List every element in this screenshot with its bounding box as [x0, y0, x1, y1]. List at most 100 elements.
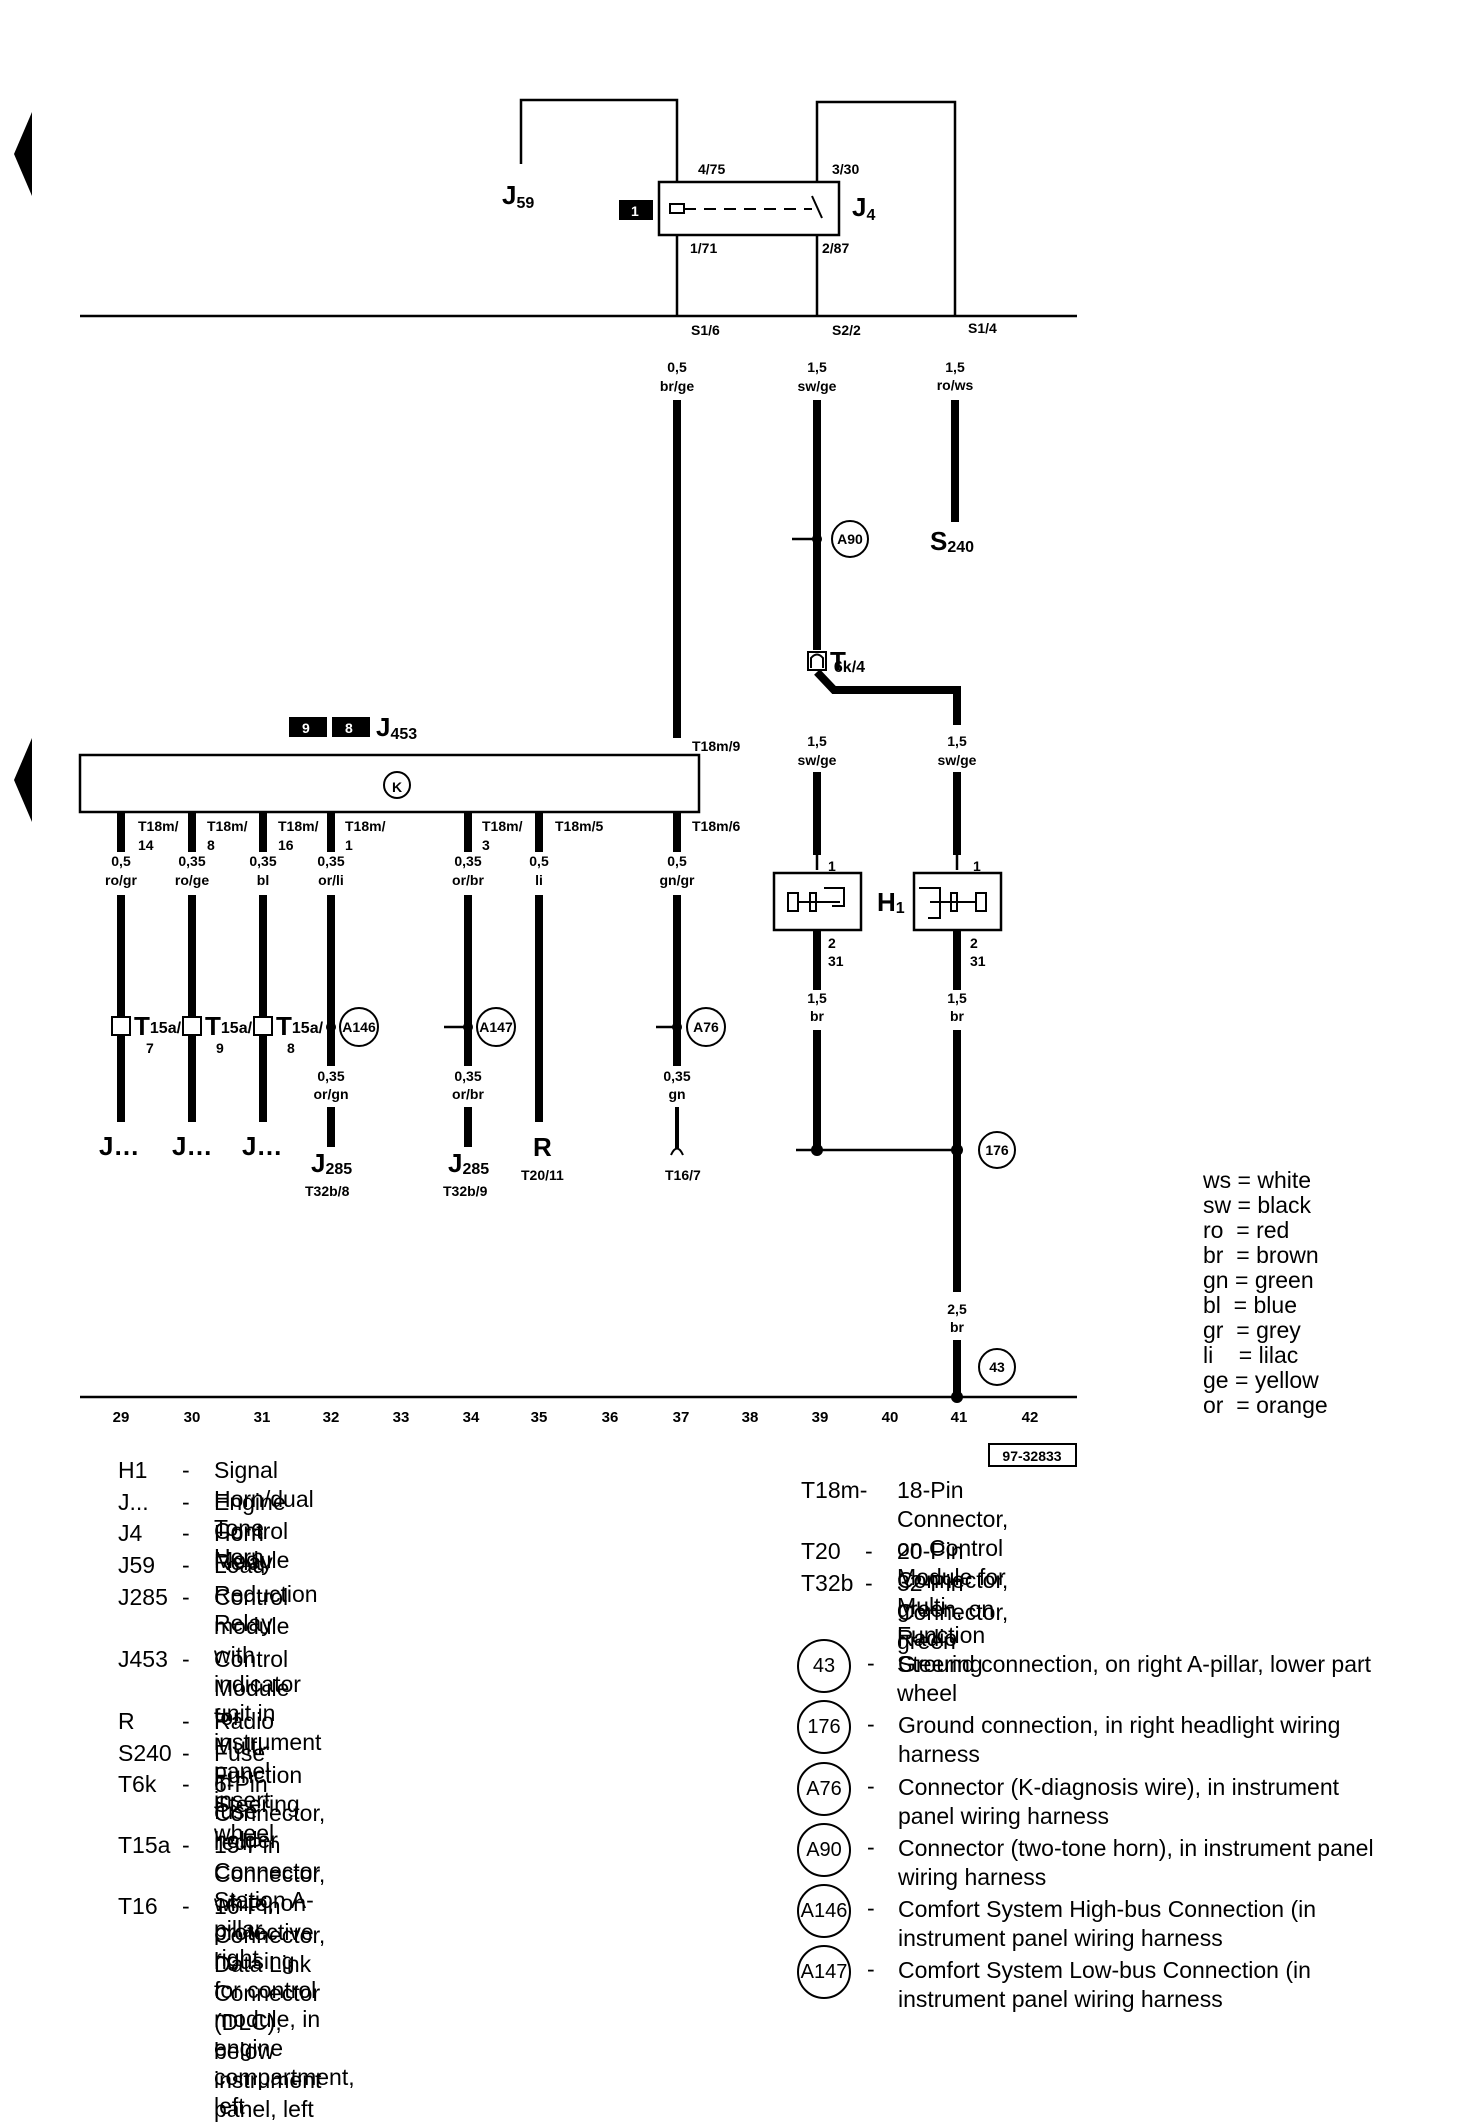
pin-t18m-16-num: 16 — [278, 837, 294, 853]
svg-text:gn: gn — [668, 1086, 685, 1102]
k-diagnosis-label: K — [392, 779, 402, 795]
svg-text:or/gn: or/gn — [314, 1086, 349, 1102]
a147-label: A147 — [479, 1019, 513, 1035]
svg-text:li: li — [535, 872, 543, 888]
wire-color-key: ws = white sw = black ro = red br = brow… — [1203, 1168, 1328, 1418]
svg-text:8: 8 — [287, 1040, 295, 1056]
svg-text:1: 1 — [973, 858, 981, 874]
j453-control-module — [78, 753, 701, 814]
svg-text:2: 2 — [970, 935, 978, 951]
j-engine-control-3: J… — [242, 1131, 282, 1161]
legend-connector-icon: A76 — [797, 1762, 851, 1816]
svg-text:ro/gr: ro/gr — [105, 872, 137, 888]
a90-label: A90 — [837, 531, 863, 547]
color-key-row: sw = black — [1203, 1192, 1312, 1218]
ground-176-label: 176 — [985, 1142, 1009, 1158]
svg-text:2: 2 — [828, 935, 836, 951]
color-key-row: ro = red — [1203, 1217, 1290, 1243]
wire-size: 0,5 — [667, 359, 687, 375]
svg-text:33: 33 — [393, 1409, 410, 1426]
t15a-connectors: T15a/ 7 T15a/ 9 T15a/ 8 — [111, 1011, 324, 1056]
svg-text:0,5: 0,5 — [667, 853, 687, 869]
svg-text:29: 29 — [113, 1409, 130, 1426]
color-key-row: bl = blue — [1203, 1292, 1297, 1318]
wire-color: br — [950, 1319, 965, 1335]
box-1 — [619, 200, 653, 220]
legend-entry: Ground connection, on right A-pillar, lo… — [898, 1651, 1372, 1677]
ground-junction — [951, 1144, 963, 1156]
module-wire-labels: 0,5 ro/gr 0,35 ro/ge 0,35 bl 0,35 or/li … — [105, 853, 695, 1102]
box-9 — [289, 717, 327, 737]
legend-entry: Connector (two-tone horn), in instrument… — [898, 1835, 1374, 1890]
svg-text:T15a/: T15a/ — [134, 1011, 182, 1041]
legend-connectors: 43 - Ground connection, on right A-pilla… — [795, 1634, 1455, 2034]
pin-t18m-5: T18m/5 — [555, 818, 603, 834]
j285-pin-b: T32b/9 — [443, 1183, 488, 1199]
svg-text:0,35: 0,35 — [317, 1068, 344, 1084]
svg-text:39: 39 — [812, 1409, 829, 1426]
a90-connector — [831, 520, 869, 558]
svg-text:42: 42 — [1022, 1409, 1039, 1426]
pin-1-71: 1/71 — [690, 240, 717, 256]
box-8 — [332, 717, 370, 737]
color-key-row: li = lilac — [1203, 1342, 1299, 1368]
j59-wire — [519, 98, 679, 166]
svg-text:35: 35 — [531, 1409, 548, 1426]
pin-t18m-3-num: 3 — [482, 837, 490, 853]
svg-text:32: 32 — [323, 1409, 340, 1426]
svg-text:ro/ge: ro/ge — [175, 872, 209, 888]
j4-label: J4 — [852, 192, 875, 224]
wire-size: 1,5 — [807, 359, 827, 375]
svg-text:0,35: 0,35 — [249, 853, 276, 869]
svg-text:7: 7 — [146, 1040, 154, 1056]
module-pin-labels: T18m/ 14 T18m/ 8 T18m/ 16 T18m/ 1 T18m/ … — [138, 818, 740, 853]
legend-connector-icon: A147 — [797, 1945, 851, 1999]
a76-label: A76 — [693, 1019, 719, 1035]
h1-horn-left: 1 2 31 — [772, 855, 863, 990]
svg-text:gn/gr: gn/gr — [660, 872, 696, 888]
svg-text:0,35: 0,35 — [663, 1068, 690, 1084]
k-diagnosis-symbol — [383, 771, 411, 799]
svg-text:31: 31 — [254, 1409, 271, 1426]
wire-size: 1,5 — [807, 990, 827, 1006]
pin-t18m-16: T18m/ — [278, 818, 319, 834]
color-key-row: br = brown — [1203, 1242, 1319, 1268]
a90-junction — [812, 534, 822, 544]
pin-t18m-1-num: 1 — [345, 837, 353, 853]
svg-text:0,5: 0,5 — [111, 853, 131, 869]
legend-entry: Connector (K-diagnosis wire), in instrum… — [898, 1774, 1340, 1829]
svg-text:0,5: 0,5 — [529, 853, 549, 869]
wire-color: br — [810, 1008, 825, 1024]
pin-t18m-14-num: 14 — [138, 837, 154, 853]
dlc-pin: T16/7 — [665, 1167, 701, 1183]
legend-left: H1-Signal Horn/dual Tone Horn J...-Engin… — [118, 1457, 355, 2122]
pin-2-87: 2/87 — [822, 240, 849, 256]
svg-text:T15a/: T15a/ — [205, 1011, 253, 1041]
pin-t18m-8: T18m/ — [207, 818, 248, 834]
j285-label-a: J285 — [311, 1148, 352, 1178]
wiring-diagram: J59 1 J4 4/75 3/30 1/71 2/87 S1/6 S2/2 S… — [14, 98, 1077, 1467]
t6k-label: T6k/4 — [830, 646, 865, 676]
box-9-label: 9 — [302, 720, 310, 736]
wire-size: 1,5 — [947, 733, 967, 749]
legend-connector-icon: 43 — [797, 1639, 851, 1693]
wire-size: 1,5 — [807, 733, 827, 749]
pin-s2-2: S2/2 — [832, 322, 861, 338]
legend-entry: Comfort System High-bus Connection (in i… — [898, 1896, 1316, 1951]
wire-size: 1,5 — [945, 359, 965, 375]
s240-label: S240 — [930, 526, 974, 556]
svg-text:or/li: or/li — [318, 872, 344, 888]
doc-number-box — [988, 1443, 1077, 1467]
legend-connector-icon: A90 — [797, 1823, 851, 1877]
a147-junction — [463, 1022, 473, 1032]
svg-text:37: 37 — [673, 1409, 690, 1426]
box-8-label: 8 — [345, 720, 353, 736]
svg-text:31: 31 — [970, 953, 986, 969]
svg-text:1: 1 — [828, 858, 836, 874]
t6k-connector-symbol — [810, 653, 824, 668]
wire-color: sw/ge — [798, 378, 837, 394]
wire-color: br — [950, 1008, 965, 1024]
color-key-row: gr = grey — [1203, 1317, 1301, 1343]
pin-t18m-14: T18m/ — [138, 818, 179, 834]
pin-4-75: 4/75 — [698, 161, 725, 177]
